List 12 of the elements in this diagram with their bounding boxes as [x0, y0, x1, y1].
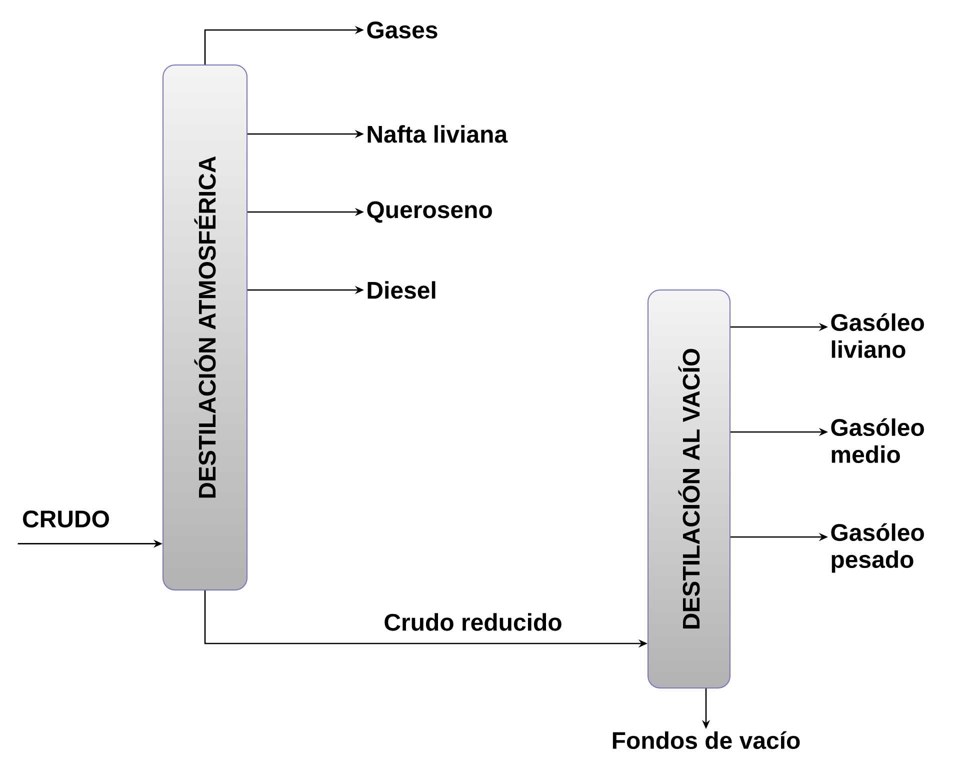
product-label: Gasóleo pesado [831, 523, 924, 573]
edge-label: Crudo reducido [382, 612, 564, 632]
product-label: Diesel [368, 281, 436, 299]
product-label: Queroseno [367, 201, 492, 223]
product-label: Gasóleo medio [831, 418, 924, 464]
product-label: Gases [367, 22, 438, 38]
product-label: Fondos de vacío [612, 731, 800, 750]
product-label: Gasóleo liviano [831, 313, 924, 358]
distillation-column: DESTILACIÓN AL VACÍO [648, 290, 730, 688]
product-label: Nafta liviana [368, 125, 508, 143]
distillation-column: DESTILACIÓN ATMOSFÉRICA [162, 64, 248, 590]
input-label: CRUDO [23, 510, 109, 528]
